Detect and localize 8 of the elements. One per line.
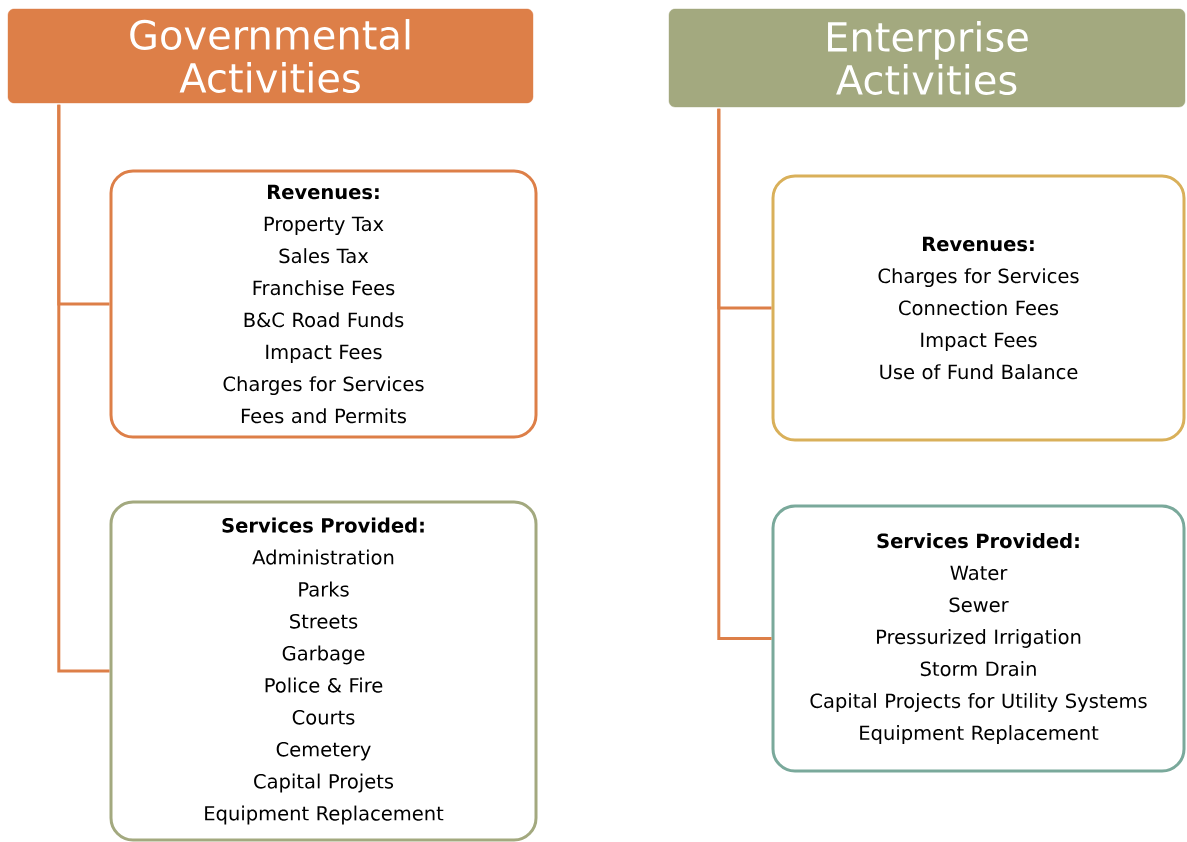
header-banner: Enterprise Activities [668,8,1186,108]
text-box: Services Provided: Water Sewer Pressurized Irrigation Storm Drain Capital Projects for Utility Systems Equipment Replacement [771,504,1186,773]
text-box: Services Provided: Administration Parks Streets Garbage Police & Fire Courts Cemetery Capital Projets Equipment Replacement [109,500,538,842]
text-box: Revenues: Property Tax Sales Tax Franchise Fees B&C Road Funds Impact Fees Charges for Services Fees and Permits [109,169,538,439]
connector-line [57,104,110,673]
header-banner: Governmental Activities [7,8,534,104]
connector-line [717,108,772,640]
text-box: Revenues: Charges for Services Connection Fees Impact Fees Use of Fund Balance [771,174,1186,442]
